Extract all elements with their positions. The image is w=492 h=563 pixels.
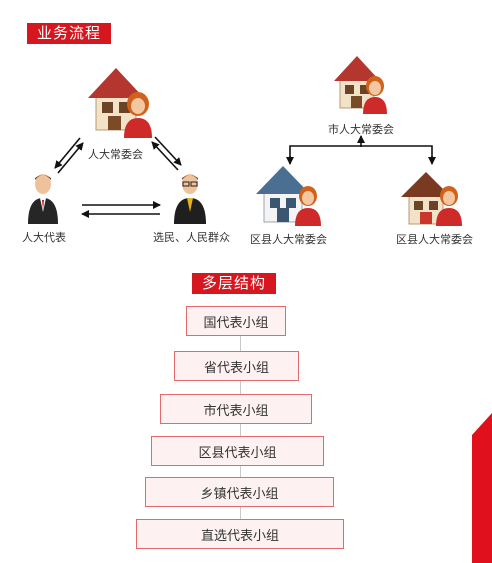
voters-node [172,172,208,224]
district-committee-left-label: 区县人大常委会 [250,233,327,246]
district-committee-right-node [401,168,467,228]
district-committee-left-node [254,162,324,228]
man-suit-avatar-icon [28,174,58,224]
top-committee-label: 人大常委会 [88,148,143,161]
city-committee-node [334,52,390,118]
structure-level-city: 市代表小组 [160,394,312,424]
bracket-line [289,145,433,160]
deputy-node [27,172,59,224]
decorative-corner [472,413,492,563]
structure-heading: 多层结构 [192,273,277,294]
structure-level-direct: 直选代表小组 [136,519,344,549]
structure-connector [240,335,241,520]
woman-avatar-icon [295,186,321,226]
process-heading: 业务流程 [27,23,112,44]
arrow-voters-to-committee [151,141,179,171]
house-icon [256,166,310,223]
top-committee-node [88,64,160,144]
flow-arrows [54,135,436,218]
structure-level-province: 省代表小组 [174,351,299,381]
structure-level-national: 国代表小组 [186,306,286,336]
voters-label: 选民、人民群众 [153,231,230,244]
deputy-label: 人大代表 [22,231,66,244]
man-glasses-avatar-icon [174,174,206,224]
city-committee-label: 市人大常委会 [328,123,394,136]
arrow-deputy-to-committee [57,142,84,174]
woman-avatar-icon [124,92,152,138]
woman-avatar-icon [436,186,462,226]
structure-level-district: 区县代表小组 [151,436,324,466]
woman-avatar-icon [363,76,387,114]
arrow-committee-to-deputy [54,137,81,169]
district-committee-right-label: 区县人大常委会 [396,233,473,246]
structure-level-township: 乡镇代表小组 [145,477,334,507]
house-icon [334,56,380,109]
